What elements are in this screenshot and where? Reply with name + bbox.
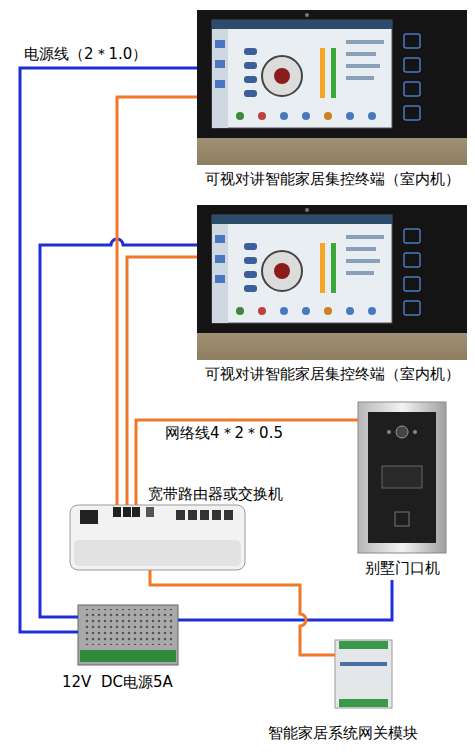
power-wire	[20, 68, 197, 632]
indoor-unit: 可视对讲智能家居集控终端（室内机）	[197, 10, 467, 165]
device-caption: 宽带路由器或交换机	[148, 485, 283, 503]
cable-label: 电源线（2＊1.0）	[22, 45, 149, 63]
network-wire	[117, 97, 197, 505]
door-unit-picture	[358, 402, 446, 553]
indoor-unit-picture	[197, 10, 467, 165]
cable-label: 网络线4＊2＊0.5	[163, 424, 285, 442]
gateway-module: 智能家居系统网关模块	[335, 640, 392, 708]
device-caption: 可视对讲智能家居集控终端（室内机）	[205, 365, 460, 383]
network-wire	[150, 570, 335, 655]
device-caption: 12V DC电源5A	[62, 673, 173, 691]
indoor-unit-picture	[197, 205, 467, 360]
power-supply-picture	[78, 605, 178, 665]
door-unit: 别墅门口机	[358, 402, 446, 580]
router-picture	[70, 505, 245, 570]
gateway-module-picture	[335, 640, 392, 708]
router: 宽带路由器或交换机	[70, 505, 245, 570]
device-caption: 可视对讲智能家居集控终端（室内机）	[205, 170, 460, 188]
network-wire	[136, 420, 358, 505]
device-caption: 智能家居系统网关模块	[268, 724, 418, 742]
power-supply: 12V DC电源5A	[78, 605, 178, 665]
device-caption: 别墅门口机	[365, 559, 440, 577]
indoor-unit: 可视对讲智能家居集控终端（室内机）	[197, 205, 467, 360]
